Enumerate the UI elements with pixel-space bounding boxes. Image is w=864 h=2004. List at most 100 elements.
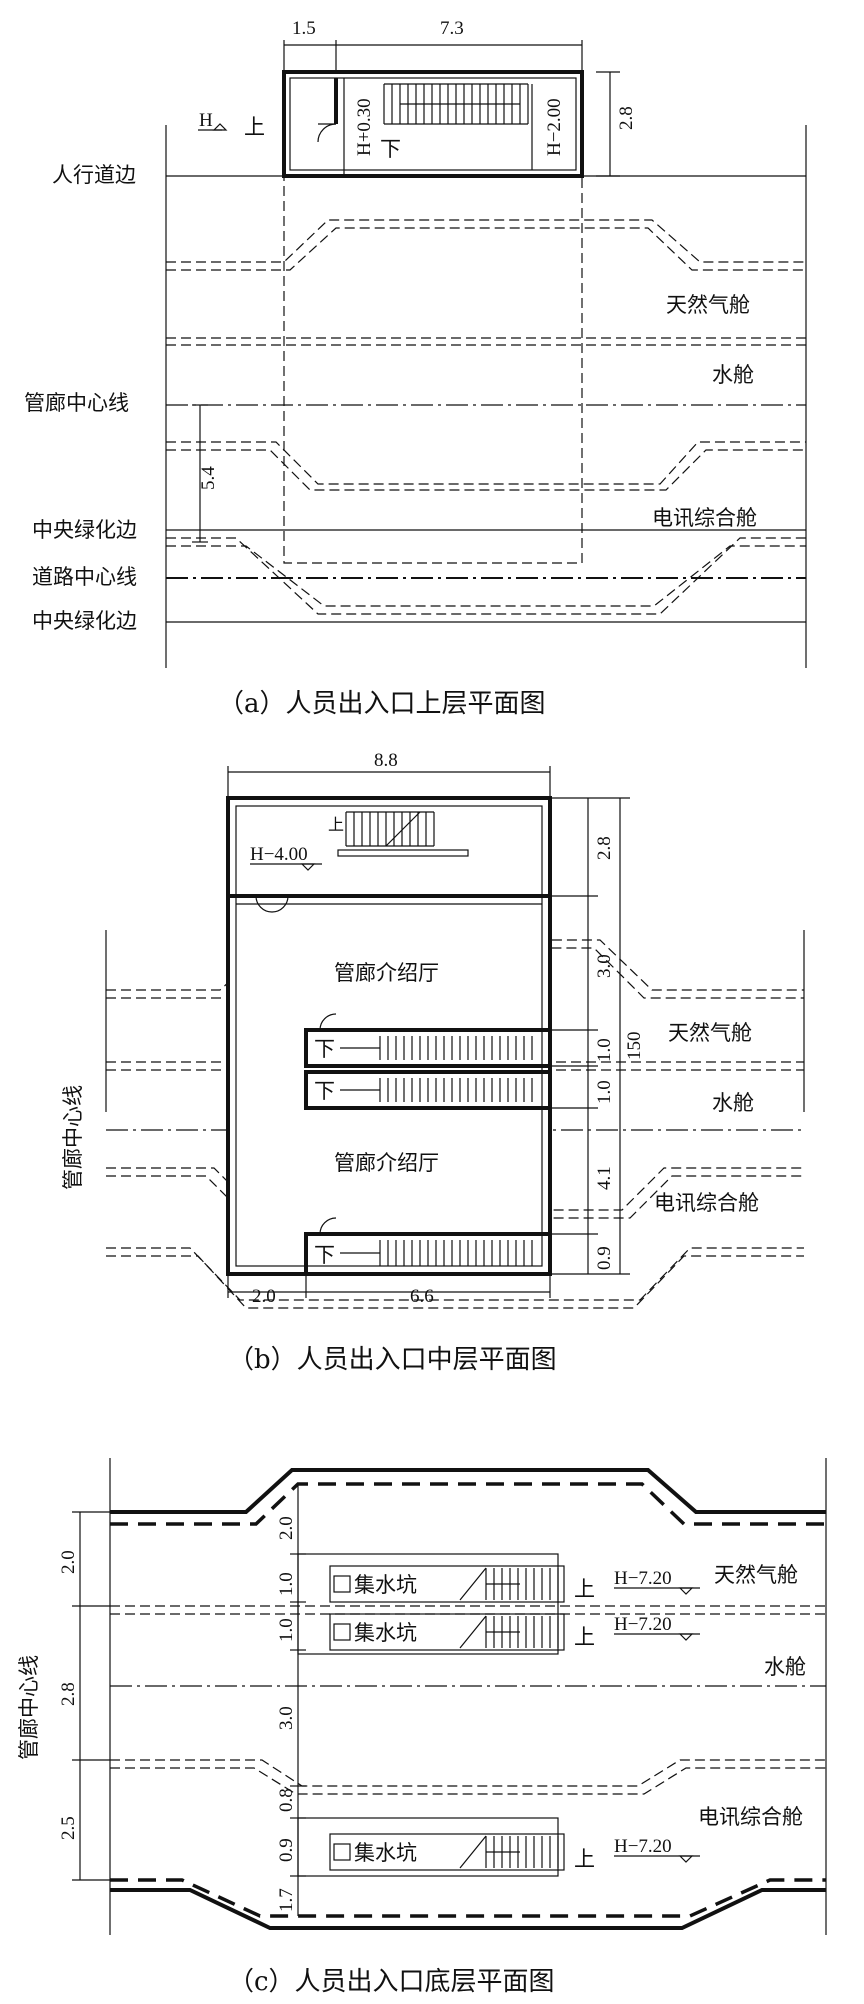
- elev-h-b: H−4.00: [250, 844, 308, 865]
- caption-c: （c）人员出入口底层平面图: [228, 1967, 555, 1997]
- dim-width-b: 8.8: [374, 750, 398, 771]
- elev-triangle-a: [212, 123, 228, 131]
- dim-c-r1: 2.0: [276, 1516, 297, 1540]
- telecom-boundary-bottom-outer: [166, 537, 806, 615]
- label-telecom-b: 电讯综合舱: [654, 1191, 759, 1215]
- stair-box-c1: [329, 1565, 565, 1603]
- stair-treads-down-3: [340, 1240, 533, 1266]
- label-corridor-center-a: 管廊中心线: [24, 391, 129, 415]
- dim-b-d1: 2.8: [594, 836, 615, 860]
- label-water-a: 水舱: [712, 363, 754, 387]
- sump-box-c2: [333, 1623, 351, 1641]
- dim-b-d6: 0.9: [594, 1246, 615, 1270]
- dim-c-l2: 2.8: [58, 1682, 79, 1706]
- stair-box-down-1: [304, 1028, 552, 1068]
- middle-floor-walls: [226, 796, 552, 1276]
- dim-b-d3: 1.0: [594, 1038, 615, 1062]
- label-green-edge-2: 中央绿化边: [32, 609, 137, 633]
- stair-box-down-2: [304, 1070, 552, 1110]
- label-road-center: 道路中心线: [32, 565, 137, 589]
- dim-b-b1: 2.0: [252, 1286, 276, 1307]
- panel-b-middle-plan: 上 H−4.00: [61, 750, 805, 1375]
- label-hall-1: 管廊介绍厅: [334, 961, 439, 985]
- gas-boundary-top-inner: [166, 227, 806, 271]
- sump-label-c1: 集水坑: [354, 1573, 417, 1597]
- label-corridor-center-b: 管廊中心线: [61, 1085, 85, 1190]
- telecom-boundary-bottom-inner-b: [106, 1255, 804, 1309]
- label-corridor-center-c: 管廊中心线: [17, 1655, 41, 1760]
- up-label-c2: 上: [574, 1625, 595, 1649]
- elev-h: H: [199, 110, 213, 131]
- label-gas-a: 天然气舱: [666, 293, 750, 317]
- shaft-outline-c-bottom: [297, 1817, 559, 1877]
- stair-box-down-3: [304, 1232, 552, 1276]
- label-hall-2: 管廊介绍厅: [334, 1151, 439, 1175]
- stair-down-label-2: 下: [314, 1079, 335, 1103]
- dim-w-main: 7.3: [440, 18, 464, 39]
- label-gas-c: 天然气舱: [714, 1563, 798, 1587]
- caption-a: （a）人员出入口上层平面图: [218, 689, 546, 719]
- shaft-outline-c-top: [297, 1553, 559, 1655]
- label-telecom-c: 电讯综合舱: [698, 1805, 803, 1829]
- dim-c-r2: 1.0: [276, 1572, 297, 1596]
- stair-down-label-1: 下: [314, 1037, 335, 1061]
- dim-depth: 2.8: [616, 106, 637, 130]
- elev-up-label: 上: [244, 115, 265, 139]
- label-telecom-a: 电讯综合舱: [652, 506, 757, 530]
- outer-wall-top-c: [110, 1468, 826, 1514]
- entrance-stair-inner-wall: [289, 77, 577, 171]
- elev-c1: H−7.20: [614, 1568, 672, 1589]
- telecom-boundary-bottom-outer-b: [106, 1247, 804, 1301]
- door-swing-b3: [319, 1217, 337, 1235]
- dim-b-b2: 6.6: [410, 1286, 434, 1307]
- label-water-b: 水舱: [712, 1091, 754, 1115]
- elev-c2: H−7.20: [614, 1614, 672, 1635]
- dim-b-total: 150: [624, 1032, 645, 1061]
- dim-c-r7: 1.7: [276, 1888, 297, 1912]
- sump-label-c3: 集水坑: [354, 1841, 417, 1865]
- stair-down-label-3: 下: [314, 1243, 335, 1267]
- stair-treads-c1: [459, 1567, 559, 1601]
- label-gas-b: 天然气舱: [668, 1021, 752, 1045]
- stair-treads-c2: [459, 1615, 559, 1649]
- dim-c-l1: 2.0: [58, 1550, 79, 1574]
- middle-floor-inner-wall: [235, 805, 543, 1267]
- telecom-boundary-top-outer: [166, 441, 806, 485]
- elev-down-label: 下: [380, 137, 401, 161]
- telecom-boundary-outer-c: [110, 1759, 826, 1787]
- entrance-stair-walls: [282, 70, 584, 178]
- dim-offset: 5.4: [198, 466, 219, 490]
- dim-c-l3: 2.5: [58, 1816, 79, 1840]
- stair-treads-down-1: [340, 1036, 533, 1060]
- door-swing-b: [255, 895, 273, 913]
- stair-treads-b-top: [345, 811, 435, 847]
- dim-b-d2: 3.0: [594, 954, 615, 978]
- label-sidewalk: 人行道边: [52, 163, 136, 187]
- stair-box-c2: [329, 1613, 565, 1651]
- door-swing-a: [317, 123, 337, 143]
- dim-b-d5: 4.1: [594, 1166, 615, 1190]
- telecom-boundary-inner-c: [110, 1767, 826, 1795]
- stair-treads-c3: [459, 1835, 559, 1869]
- label-water-c: 水舱: [764, 1655, 806, 1679]
- stair-treads-down-2: [340, 1078, 533, 1102]
- footprint-outline: [283, 175, 583, 564]
- panel-c-bottom-plan: 集水坑 上 集水坑 上 集水坑: [17, 1458, 827, 1997]
- sump-box-c1: [333, 1575, 351, 1593]
- up-label-c3: 上: [574, 1847, 595, 1871]
- dim-c-r3: 1.0: [276, 1618, 297, 1642]
- stair-box-c3: [329, 1833, 565, 1871]
- label-green-edge-1: 中央绿化边: [32, 518, 137, 542]
- up-label-c1: 上: [574, 1577, 595, 1601]
- outer-wall-bottom-dashed-c: [110, 1878, 826, 1918]
- outer-wall-top-dashed-c: [110, 1482, 826, 1526]
- dim-c-r4: 3.0: [276, 1706, 297, 1730]
- panel-a-upper-plan: 1.5 7.3 2.8 H 上 H+0.30 下 H−2.00 5.4 人行道边…: [24, 18, 807, 719]
- telecom-boundary-bottom-inner: [166, 545, 806, 607]
- sump-box-c3: [333, 1843, 351, 1861]
- caption-b: （b）人员出入口中层平面图: [228, 1345, 557, 1375]
- stair-landing-b: [337, 849, 469, 857]
- elev-h-minus: H−2.00: [544, 98, 565, 156]
- elev-h-plus: H+0.30: [354, 98, 375, 156]
